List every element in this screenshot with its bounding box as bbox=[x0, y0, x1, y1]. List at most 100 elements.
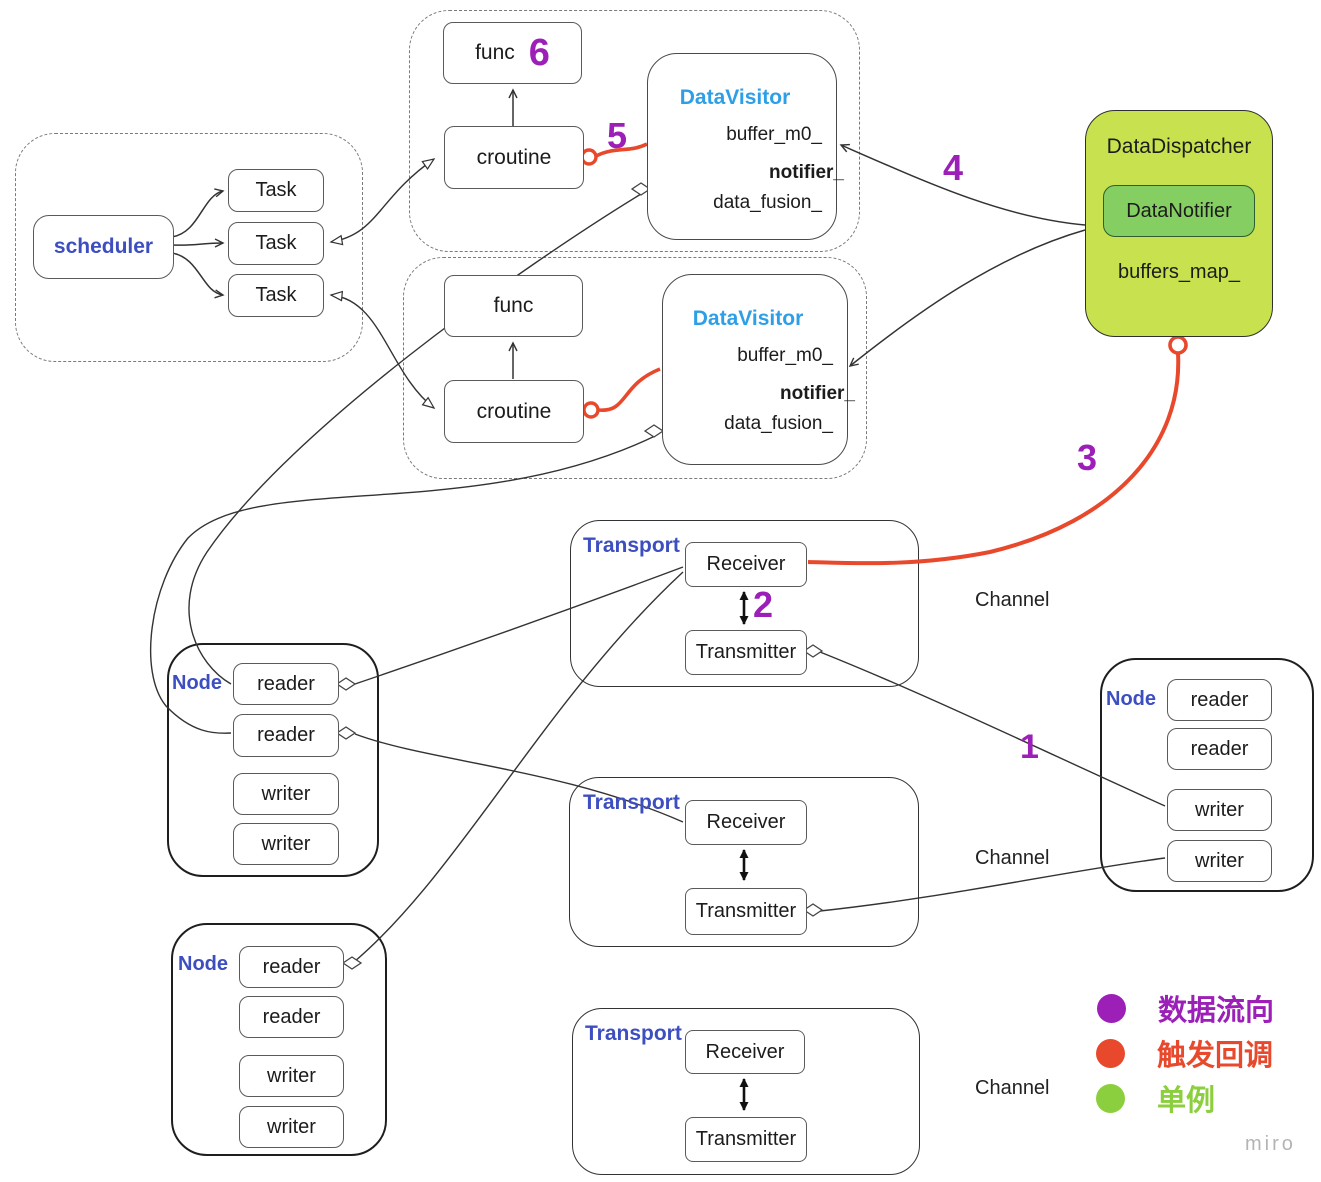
edge-transmitter1-writer1[interactable] bbox=[819, 651, 1166, 807]
croutine-box-2[interactable]: croutine bbox=[444, 380, 584, 443]
edge-scheduler-task2[interactable] bbox=[171, 238, 225, 248]
receiver-label: Receiver bbox=[706, 811, 786, 833]
task-label: Task bbox=[255, 284, 297, 306]
transmitter-label: Transmitter bbox=[695, 641, 797, 663]
transport-2[interactable] bbox=[569, 777, 919, 947]
node-right-writer-2[interactable]: writer bbox=[1167, 840, 1272, 882]
aggregation-diamonds bbox=[335, 182, 824, 970]
data-dispatcher[interactable]: DataDispatcher DataNotifier buffers_map_ bbox=[1085, 110, 1273, 337]
node-left-writer-1[interactable]: writer bbox=[233, 773, 339, 815]
buffer-field: buffer_m0_ bbox=[737, 345, 833, 366]
step-number-4[interactable]: 4 bbox=[943, 147, 964, 188]
singleton-dot bbox=[1096, 1083, 1125, 1113]
callback-croutine1-visitor1[interactable] bbox=[595, 142, 648, 158]
node-left-reader-2[interactable]: reader bbox=[233, 714, 339, 757]
edge-task3-croutine2[interactable] bbox=[329, 290, 436, 409]
edge-scheduler-task1[interactable] bbox=[171, 188, 225, 238]
edge-visitor2-reader2[interactable] bbox=[149, 435, 656, 734]
node-right[interactable] bbox=[1100, 658, 1314, 892]
step-number-5[interactable]: 5 bbox=[607, 115, 628, 156]
channel-label-2: Channel bbox=[975, 847, 1050, 869]
channel-label-3: Channel bbox=[975, 1077, 1050, 1099]
data-visitor-title: DataVisitor bbox=[692, 307, 804, 330]
data-fusion-field: data_fusion_ bbox=[713, 192, 822, 213]
visitor-group-1[interactable] bbox=[409, 10, 860, 252]
buffers-map-field: buffers_map_ bbox=[1118, 261, 1240, 283]
data-visitor-1[interactable]: DataVisitor buffer_m0_ notifier_ data_fu… bbox=[647, 53, 844, 240]
node-right-reader-1[interactable]: reader bbox=[1167, 679, 1272, 721]
node-bottom[interactable] bbox=[171, 923, 387, 1156]
node-bottom-reader-2[interactable]: reader bbox=[239, 996, 344, 1038]
node-left-writer-2[interactable]: writer bbox=[233, 823, 339, 865]
task-box-1[interactable]: Task bbox=[228, 169, 324, 212]
callback-endpoint-notifier[interactable] bbox=[1168, 335, 1188, 355]
node-bottom-reader-1[interactable]: reader bbox=[239, 946, 344, 988]
callback-notifier-receiver1[interactable] bbox=[807, 352, 1181, 566]
task-box-2[interactable]: Task bbox=[228, 222, 324, 265]
notifier-field: notifier_ bbox=[769, 162, 844, 183]
transport-1[interactable] bbox=[570, 520, 919, 687]
scheduler-box[interactable]: scheduler bbox=[33, 215, 174, 279]
reader-label: reader bbox=[1190, 688, 1249, 711]
node-right-reader-2[interactable]: reader bbox=[1167, 728, 1272, 770]
receiver-box-3[interactable]: Receiver bbox=[685, 1030, 805, 1074]
croutine-label: croutine bbox=[476, 145, 552, 169]
scheduler-group[interactable] bbox=[15, 133, 363, 362]
reader-label: reader bbox=[1190, 737, 1249, 760]
data-notifier-label: DataNotifier bbox=[1126, 199, 1232, 222]
croutine-label: croutine bbox=[476, 399, 552, 423]
receiver-label: Receiver bbox=[705, 1040, 785, 1063]
legend-item-singleton[interactable]: 单例 bbox=[1096, 1077, 1215, 1119]
transport-3[interactable] bbox=[572, 1008, 920, 1175]
data-visitor-2[interactable]: DataVisitor buffer_m0_ notifier_ data_fu… bbox=[662, 274, 855, 465]
transmitter-box-1[interactable]: Transmitter bbox=[685, 630, 807, 675]
miro-watermark: miro bbox=[1245, 1133, 1296, 1155]
task-box-3[interactable]: Task bbox=[228, 274, 324, 317]
data-notifier[interactable]: DataNotifier bbox=[1103, 185, 1255, 237]
step-number-3[interactable]: 3 bbox=[1077, 437, 1098, 478]
croutine-box-1[interactable]: croutine bbox=[444, 126, 584, 189]
step-number-6[interactable]: 6 bbox=[528, 32, 550, 74]
node-bottom-label: Node bbox=[178, 953, 228, 975]
node-bottom-writer-2[interactable]: writer bbox=[239, 1106, 344, 1148]
writer-label: writer bbox=[267, 1064, 316, 1087]
node-left-label: Node bbox=[172, 672, 222, 694]
legend-item-data-flow[interactable]: 数据流向 bbox=[1097, 987, 1274, 1029]
step-number-1[interactable]: 1 bbox=[1020, 728, 1039, 766]
edge-dispatcher-visitor1[interactable] bbox=[839, 143, 1086, 226]
edge-task2-croutine1[interactable] bbox=[329, 158, 436, 246]
transport-1-label: Transport bbox=[583, 534, 680, 557]
edge-scheduler-task3[interactable] bbox=[171, 252, 225, 299]
callback-endpoint-croutine2[interactable] bbox=[582, 401, 600, 419]
edge-reader2-receiver2[interactable] bbox=[354, 733, 684, 823]
func-label: func bbox=[493, 294, 534, 317]
func-box-1[interactable]: func 6 bbox=[443, 22, 582, 84]
edge-dispatcher-visitor2[interactable] bbox=[848, 229, 1086, 367]
reader-label: reader bbox=[262, 955, 321, 978]
node-bottom-writer-1[interactable]: writer bbox=[239, 1055, 344, 1097]
data-flow-label: 数据流向 bbox=[1158, 995, 1275, 1027]
callback-endpoint-croutine1[interactable] bbox=[580, 148, 598, 166]
callback-croutine2-visitor2[interactable] bbox=[597, 367, 661, 412]
receiver-box-1[interactable]: Receiver bbox=[685, 542, 807, 587]
transmitter-box-3[interactable]: Transmitter bbox=[685, 1117, 807, 1162]
edge-reader1-receiver1[interactable] bbox=[354, 566, 684, 685]
task-label: Task bbox=[255, 179, 297, 201]
func-box-2[interactable]: func bbox=[444, 275, 583, 337]
notifier-field: notifier_ bbox=[780, 383, 855, 404]
step-number-2[interactable]: 2 bbox=[753, 584, 774, 625]
edge-transmitter2-writer2[interactable] bbox=[819, 857, 1166, 912]
writer-label: writer bbox=[1195, 849, 1244, 872]
edge-visitor1-reader1[interactable] bbox=[188, 193, 642, 685]
node-left-reader-1[interactable]: reader bbox=[233, 663, 339, 705]
edge-reader3-receiver1[interactable] bbox=[353, 571, 684, 963]
data-flow-dot bbox=[1097, 993, 1126, 1023]
node-left[interactable] bbox=[167, 643, 379, 877]
transmitter-box-2[interactable]: Transmitter bbox=[685, 888, 807, 935]
channel-label-1: Channel bbox=[975, 589, 1050, 611]
legend-item-trigger-callback[interactable]: 触发回调 bbox=[1096, 1032, 1273, 1074]
receiver-box-2[interactable]: Receiver bbox=[685, 800, 807, 845]
node-right-writer-1[interactable]: writer bbox=[1167, 789, 1272, 831]
